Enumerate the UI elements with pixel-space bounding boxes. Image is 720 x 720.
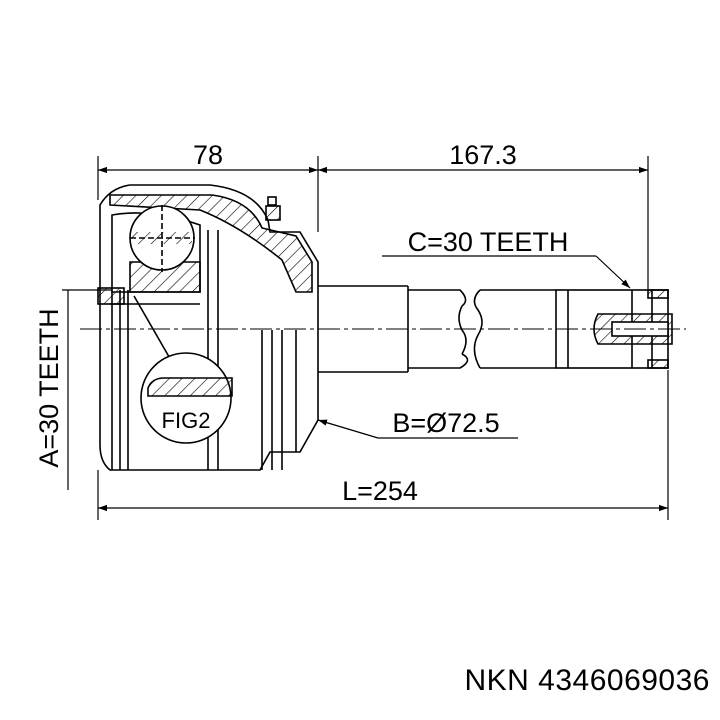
leader-c-teeth — [382, 255, 631, 289]
dim-167-3 — [318, 156, 649, 290]
dim-78-label: 78 — [193, 140, 223, 170]
fig2-callout — [133, 295, 233, 444]
dim-167-3-label: 167.3 — [449, 140, 517, 170]
inner-teeth-label: A=30 TEETH — [34, 308, 64, 467]
dim-l-254 — [97, 370, 669, 520]
total-length-label: L=254 — [342, 476, 418, 506]
part-number-caption: NKN 4346069036 — [464, 664, 710, 697]
leader-b-diameter — [317, 419, 518, 439]
diameter-label: B=Ø72.5 — [392, 408, 499, 438]
fig2-label: FIG2 — [162, 408, 211, 433]
dim-a-teeth — [62, 289, 112, 490]
outer-teeth-label: C=30 TEETH — [408, 227, 569, 257]
